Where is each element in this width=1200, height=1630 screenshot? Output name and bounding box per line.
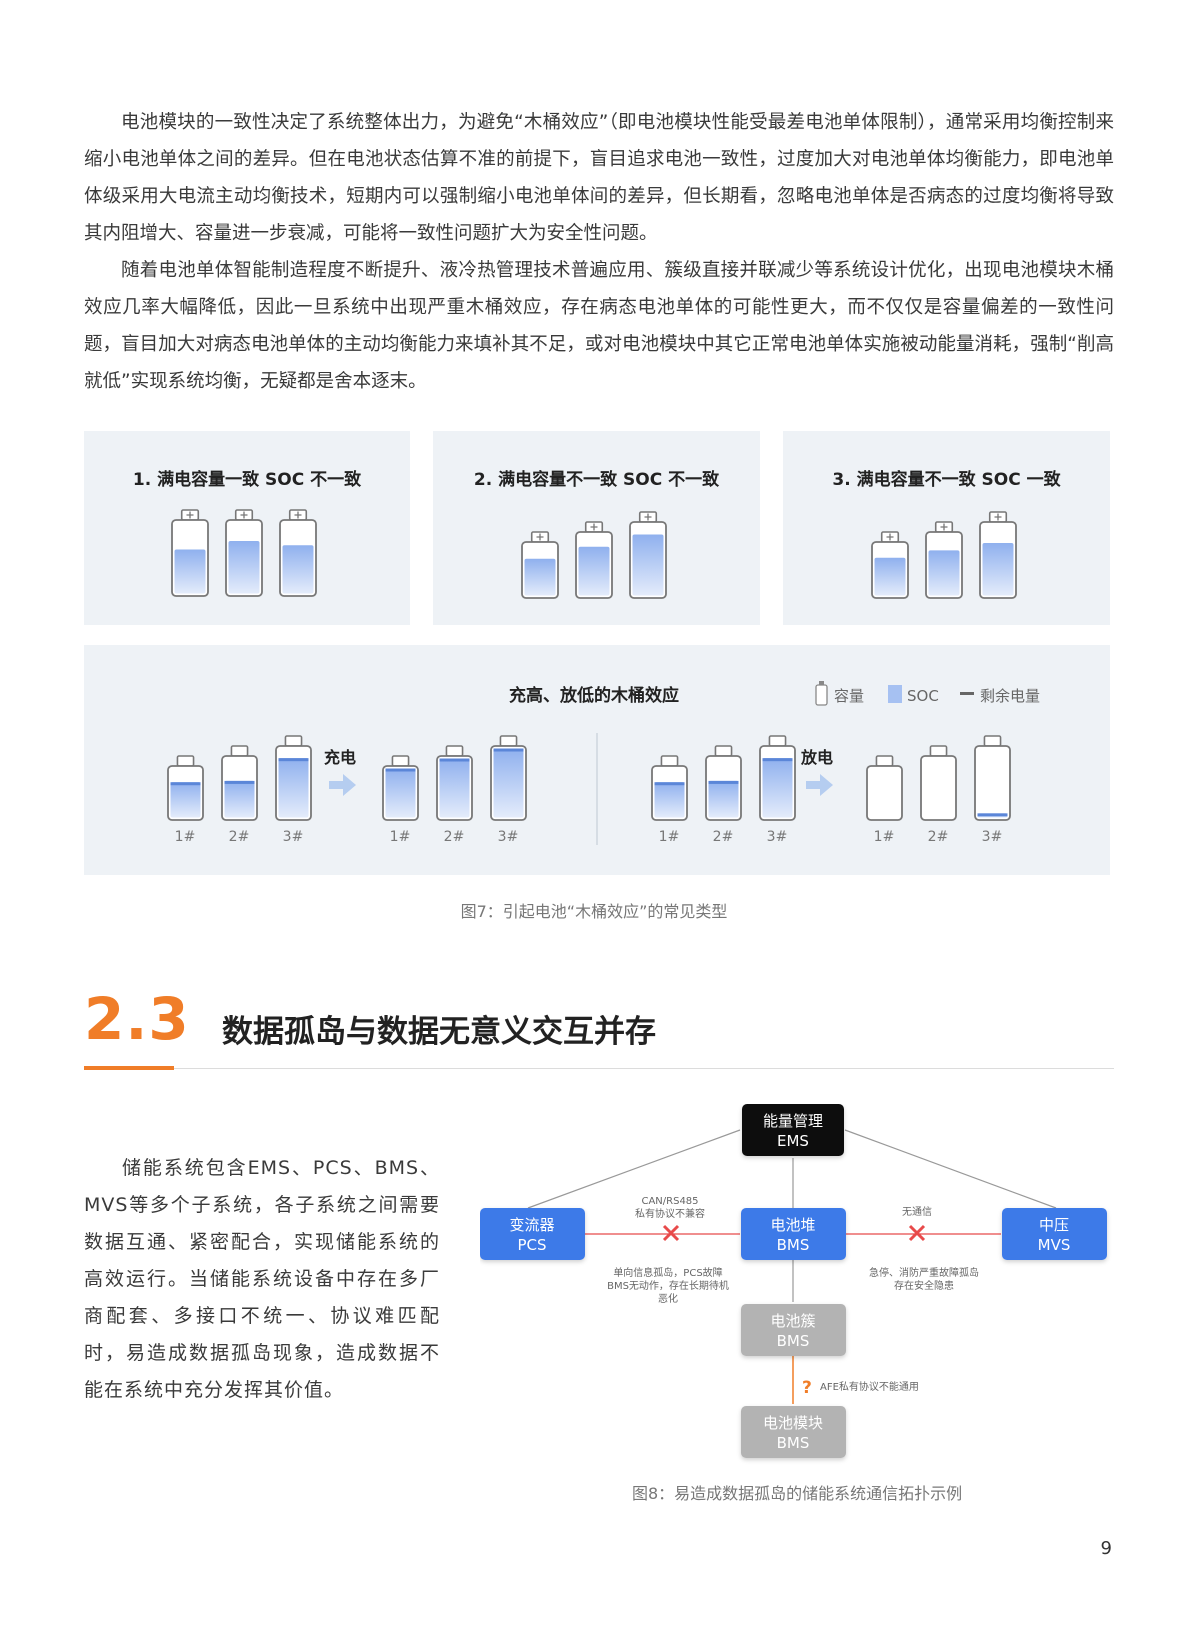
node-pcs-line2: PCS bbox=[517, 1236, 546, 1254]
page-number: 9 bbox=[1100, 1538, 1112, 1559]
node-mvs-line1: 中压 bbox=[1039, 1216, 1069, 1234]
cell-label: 3# bbox=[767, 829, 788, 845]
figure7-panel-1: 1. 满电容量一致 SOC 不一致 bbox=[84, 431, 410, 625]
battery-icon bbox=[651, 755, 688, 821]
link-ems-pcs bbox=[527, 1129, 741, 1209]
note-can-line1: CAN/RS485 bbox=[641, 1196, 698, 1207]
figure7-panel-1-batteries bbox=[171, 509, 317, 597]
note-mvs-line2: 存在安全隐患 bbox=[894, 1279, 954, 1292]
node-pcs-line1: 变流器 bbox=[509, 1216, 554, 1234]
battery-icon bbox=[871, 531, 909, 599]
node-pcs: 变流器 PCS bbox=[480, 1208, 585, 1260]
figure7-panel-3: 3. 满电容量不一致 SOC 一致 bbox=[783, 431, 1110, 625]
node-bms-module-line1: 电池模块 bbox=[763, 1414, 823, 1432]
node-bms-stack-line1: 电池堆 bbox=[770, 1216, 815, 1234]
note-pcs-line3: 恶化 bbox=[658, 1292, 678, 1305]
figure8-topology: 能量管理 EMS 变流器 PCS 电池堆 BMS 中压 MVS 电池簇 BMS … bbox=[480, 1104, 1107, 1458]
node-bms-module-line2: BMS bbox=[777, 1434, 810, 1452]
battery-icon bbox=[521, 531, 559, 599]
battery-icon bbox=[221, 745, 258, 821]
figure7-panel-1-title: 1. 满电容量一致 SOC 不一致 bbox=[132, 470, 362, 490]
figure7-bottom-title: 充高、放低的木桶效应 bbox=[509, 686, 679, 706]
body-paragraph-1: 电池模块的一致性决定了系统整体出力，为避免“木桶效应”（即电池模块性能受最差电池… bbox=[84, 112, 1114, 244]
cell-label: 2# bbox=[229, 829, 250, 845]
cell-label: 1# bbox=[390, 829, 411, 845]
note-can-line2: 私有协议不兼容 bbox=[635, 1207, 705, 1220]
side-paragraph: 储能系统包含EMS、PCS、BMS、MVS等多个子系统，各子系统之间需要数据互通… bbox=[84, 1157, 440, 1401]
battery-icon bbox=[925, 521, 963, 599]
figure7-bottom-diagram: 容量 SOC 剩余电量 充电 放电 1# 2# 3# 1# 2# 3# 1# 2# 3# 1# 2#… bbox=[167, 681, 1040, 845]
section-underline bbox=[84, 1066, 174, 1070]
error-x-icon bbox=[662, 1224, 680, 1242]
legend-soc-label: SOC bbox=[907, 687, 939, 705]
node-bms-stack: 电池堆 BMS bbox=[741, 1208, 846, 1260]
figure7-panel-2-title: 2. 满电容量不一致 SOC 不一致 bbox=[473, 470, 720, 490]
note-pcs-line1: 单向信息孤岛，PCS故障 bbox=[613, 1266, 722, 1279]
figure8-caption: 图8：易造成数据孤岛的储能系统通信拓扑示例 bbox=[632, 1484, 963, 1503]
battery-icon bbox=[167, 755, 204, 821]
battery-icon bbox=[275, 735, 312, 821]
node-bms-cluster: 电池簇 BMS bbox=[741, 1304, 846, 1356]
question-mark-icon: ? bbox=[802, 1378, 812, 1398]
node-ems: 能量管理 EMS bbox=[742, 1104, 844, 1156]
figure7-panel-2: 2. 满电容量不一致 SOC 不一致 bbox=[433, 431, 760, 625]
section-rule bbox=[84, 1068, 1114, 1069]
battery-icon bbox=[866, 755, 903, 821]
battery-icon bbox=[575, 521, 613, 599]
discharge-arrow-icon bbox=[806, 774, 833, 796]
node-mvs-line2: MVS bbox=[1038, 1236, 1071, 1254]
note-pcs-line2: BMS无动作，存在长期待机 bbox=[607, 1279, 729, 1292]
node-mvs: 中压 MVS bbox=[1002, 1208, 1107, 1260]
cell-label: 1# bbox=[175, 829, 196, 845]
node-ems-line2: EMS bbox=[777, 1132, 809, 1150]
node-ems-line1: 能量管理 bbox=[763, 1112, 823, 1130]
battery-icon bbox=[979, 511, 1017, 599]
battery-icon bbox=[382, 755, 419, 821]
figure7-caption: 图7：引起电池“木桶效应”的常见类型 bbox=[460, 902, 728, 921]
battery-icon bbox=[279, 509, 317, 597]
section-number: 2.3 bbox=[84, 985, 190, 1053]
battery-icon bbox=[436, 745, 473, 821]
section-title: 数据孤岛与数据无意义交互并存 bbox=[222, 1014, 656, 1050]
note-mvs-line1: 急停、消防严重故障孤岛 bbox=[869, 1266, 979, 1279]
charge-arrow-icon bbox=[329, 774, 356, 796]
cell-label: 2# bbox=[713, 829, 734, 845]
battery-icon bbox=[705, 745, 742, 821]
note-afe: AFE私有协议不能通用 bbox=[820, 1380, 919, 1393]
figure7-panel-2-batteries bbox=[521, 511, 667, 599]
battery-icon bbox=[759, 735, 796, 821]
note-no-comm: 无通信 bbox=[902, 1206, 932, 1218]
link-ems-mvs bbox=[844, 1129, 1057, 1209]
cell-label: 3# bbox=[498, 829, 519, 845]
error-x-icon bbox=[908, 1224, 926, 1242]
node-bms-cluster-line1: 电池簇 bbox=[770, 1312, 815, 1330]
discharge-label: 放电 bbox=[800, 748, 833, 767]
battery-icon bbox=[225, 509, 263, 597]
figure7-panel-3-title: 3. 满电容量不一致 SOC 一致 bbox=[832, 470, 1061, 490]
battery-icon bbox=[171, 509, 209, 597]
body-paragraph-2: 随着电池单体智能制造程度不断提升、液冷热管理技术普遍应用、簇级直接并联减少等系统… bbox=[84, 260, 1114, 392]
node-bms-module: 电池模块 BMS bbox=[741, 1406, 846, 1458]
node-bms-cluster-line2: BMS bbox=[777, 1332, 810, 1350]
legend-capacity-label: 容量 bbox=[834, 687, 864, 705]
legend-capacity: 容量 bbox=[815, 681, 864, 706]
battery-icon bbox=[629, 511, 667, 599]
legend-remaining-label: 剩余电量 bbox=[980, 687, 1040, 705]
node-bms-stack-line2: BMS bbox=[777, 1236, 810, 1254]
charge-label: 充电 bbox=[324, 748, 356, 767]
battery-icon bbox=[920, 745, 957, 821]
figure7-panel-3-batteries bbox=[871, 511, 1017, 599]
cell-label: 1# bbox=[874, 829, 895, 845]
figure7-bottom-panel: 充高、放低的木桶效应 容量 SOC 剩余电量 充电 放电 1# 2# 3# 1# 2# 3… bbox=[84, 645, 1110, 875]
legend-soc: SOC bbox=[888, 685, 939, 705]
cell-label: 3# bbox=[283, 829, 304, 845]
battery-icon bbox=[974, 735, 1011, 821]
cell-label: 3# bbox=[982, 829, 1003, 845]
battery-icon bbox=[490, 735, 527, 821]
cell-label: 2# bbox=[928, 829, 949, 845]
cell-label: 1# bbox=[659, 829, 680, 845]
legend-remaining: 剩余电量 bbox=[960, 687, 1040, 705]
cell-label: 2# bbox=[444, 829, 465, 845]
